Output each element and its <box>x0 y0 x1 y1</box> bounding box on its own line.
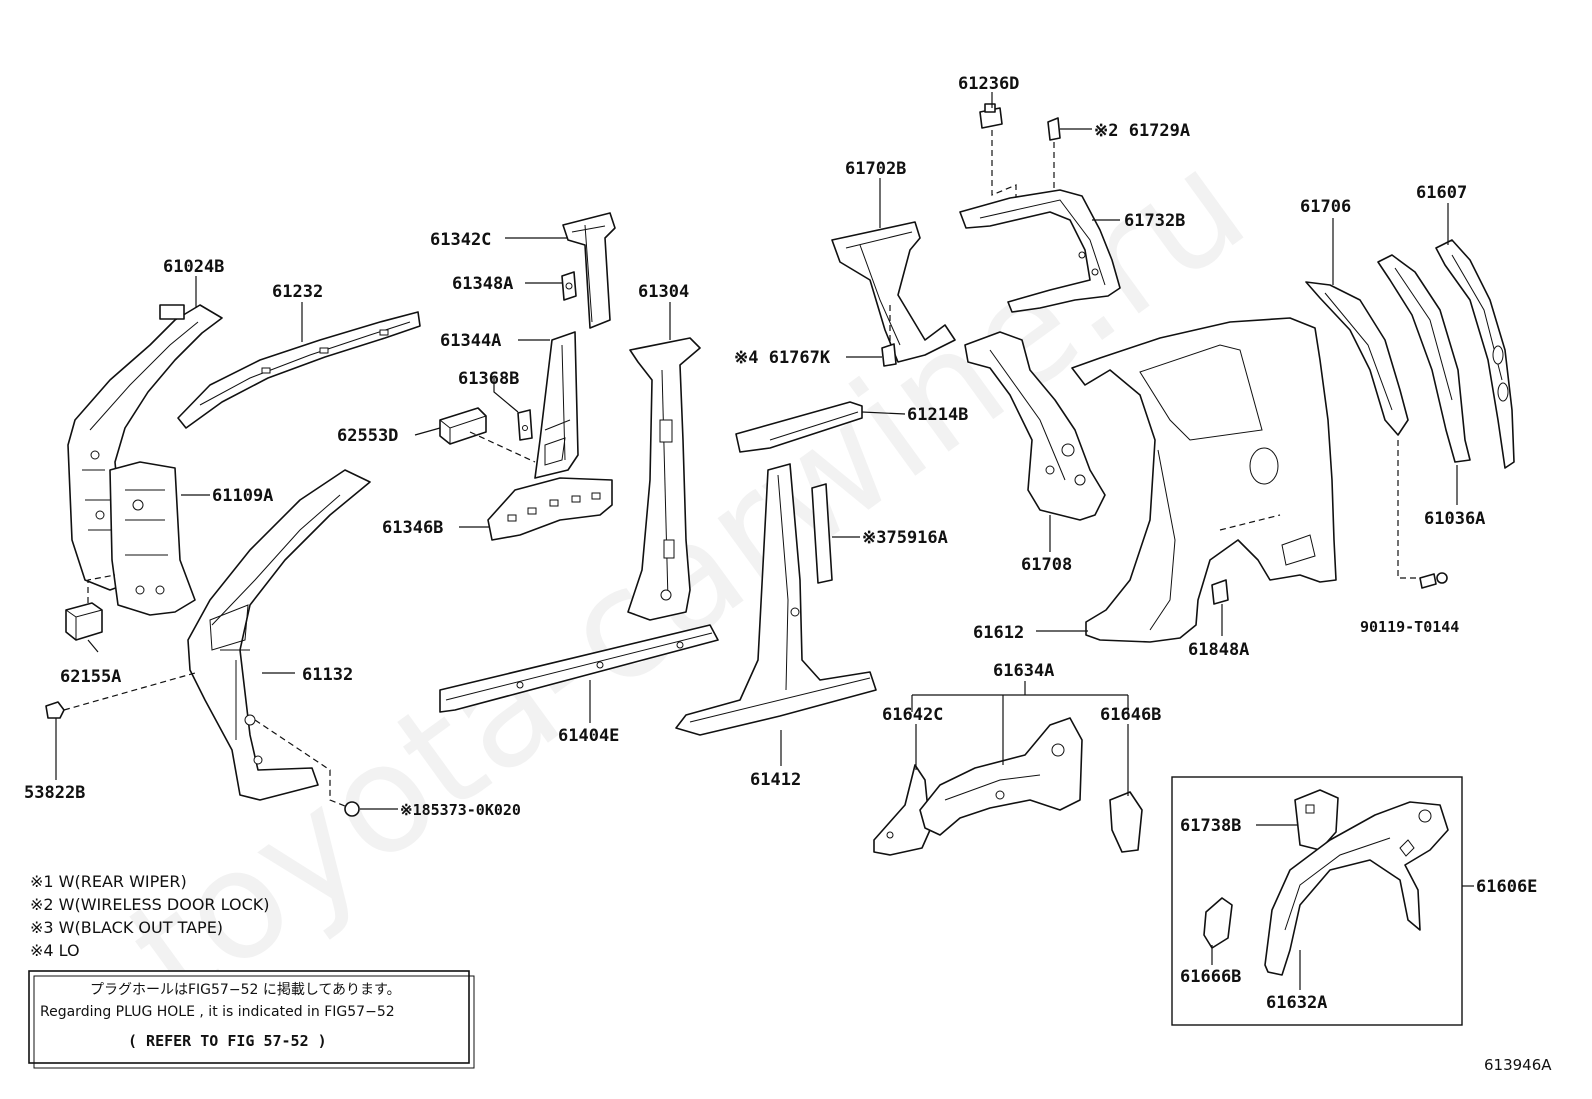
part-61404E-rocker-outer <box>439 624 719 713</box>
label-61342C: 61342C <box>430 230 491 250</box>
part-61109A-pillar-reinforcement <box>109 461 196 616</box>
part-labels: 61024B 61232 61342C 61348A 61304 61344A … <box>24 74 1537 1013</box>
part-62553D-pad <box>439 407 487 445</box>
label-61024B: 61024B <box>163 257 224 277</box>
dash-90119 <box>1397 440 1420 579</box>
dash-62553D <box>469 431 536 463</box>
label-61036A: 61036A <box>1424 509 1485 529</box>
label-61368B: 61368B <box>458 369 519 389</box>
label-62155A: 62155A <box>60 667 121 687</box>
part-61342C-pillar-upper <box>562 212 616 329</box>
dash-53822B <box>63 672 196 711</box>
part-61346B-reinforcement <box>487 477 613 541</box>
label-61346B: 61346B <box>382 518 443 538</box>
label-61607: 61607 <box>1416 183 1467 203</box>
part-61666B-bracket <box>1203 897 1233 949</box>
label-61236D: 61236D <box>958 74 1019 94</box>
label-61702B: 61702B <box>845 159 906 179</box>
label-61612: 61612 <box>973 623 1024 643</box>
dash-85373 <box>254 719 346 807</box>
part-61304-center-pillar <box>627 337 701 621</box>
part-61702B-quarter-pillar <box>831 221 956 363</box>
label-61232: 61232 <box>272 282 323 302</box>
part-61632A-wheelhouse-outer <box>1264 801 1449 976</box>
group-box-61606E <box>1171 776 1463 1026</box>
label-61404E: 61404E <box>558 726 619 746</box>
part-85373-plug <box>344 801 360 817</box>
part-75916A-blackout-tape <box>811 483 833 584</box>
part-61348A-bracket <box>561 271 577 301</box>
label-61606E: 61606E <box>1476 877 1537 897</box>
label-61706: 61706 <box>1300 197 1351 217</box>
part-61634A-wheelhouse-inner <box>919 717 1083 836</box>
label-61729A: ※2 61729A <box>1094 121 1190 141</box>
part-61368B-bracket <box>517 409 533 441</box>
note-2: ※2 W(WIRELESS DOOR LOCK) <box>30 895 269 914</box>
label-61214B: 61214B <box>907 405 968 425</box>
part-61767K-bracket <box>881 343 897 367</box>
label-90119-T0144: 90119-T0144 <box>1360 618 1459 636</box>
label-61632A: 61632A <box>1266 993 1327 1013</box>
part-61214B-roof-rail <box>735 401 863 453</box>
part-61612-quarter-panel <box>1071 317 1337 643</box>
part-61036A-rear-panel-reinforcement <box>1377 254 1471 463</box>
label-75916A: ※375916A <box>862 528 948 548</box>
label-61132: 61132 <box>302 665 353 685</box>
label-61109A: 61109A <box>212 486 273 506</box>
part-90119-bolt <box>1419 572 1448 589</box>
label-61666B: 61666B <box>1180 967 1241 987</box>
label-61848A: 61848A <box>1188 640 1249 660</box>
part-61024B-front-pillar-outer <box>67 304 223 591</box>
label-61738B: 61738B <box>1180 816 1241 836</box>
reference-box-english: Regarding PLUG HOLE , it is indicated in… <box>40 1004 395 1020</box>
label-61767K: ※4 61767K <box>734 348 831 368</box>
note-1: ※1 W(REAR WIPER) <box>30 872 187 891</box>
dash-62155A <box>87 574 116 603</box>
label-61646B: 61646B <box>1100 705 1161 725</box>
part-61646B-bracket <box>1109 791 1143 853</box>
label-61642C: 61642C <box>882 705 943 725</box>
label-61304: 61304 <box>638 282 689 302</box>
part-61738B-bracket <box>1294 789 1339 851</box>
label-53822B: 53822B <box>24 783 85 803</box>
label-61634A: 61634A <box>993 661 1054 681</box>
part-61344A-pillar-inner <box>534 331 579 479</box>
label-61708: 61708 <box>1021 555 1072 575</box>
label-85373-0K020: ※185373-0K020 <box>400 801 521 819</box>
part-61732B-roof-side-inner <box>959 189 1121 313</box>
label-61412: 61412 <box>750 770 801 790</box>
part-61706-rear-pillar <box>1305 281 1409 436</box>
note-4: ※4 LO <box>30 941 80 960</box>
part-53822B-clip <box>45 701 65 719</box>
part-61236D-bracket <box>979 103 1003 129</box>
figure-id: 613946A <box>1484 1056 1552 1074</box>
label-61344A: 61344A <box>440 331 501 351</box>
reference-box-japanese: プラグホールはFIG57−52 に掲載してあります。 <box>90 982 401 998</box>
part-61607-pillar-piece <box>1435 239 1515 469</box>
part-62155A-silencer-pad <box>65 602 103 641</box>
part-61412-pillar-rocker <box>675 463 877 736</box>
label-61732B: 61732B <box>1124 211 1185 231</box>
part-61132-front-pillar <box>187 469 371 801</box>
note-3: ※3 W(BLACK OUT TAPE) <box>30 918 223 937</box>
reference-box-refer: ( REFER TO FIG 57-52 ) <box>128 1032 327 1050</box>
part-61848A-bracket <box>1211 579 1229 605</box>
reference-box: プラグホールはFIG57−52 に掲載してあります。 Regarding PLU… <box>28 970 475 1069</box>
part-61232-roof-side-rail <box>177 311 421 429</box>
part-61729A-bracket <box>1047 117 1061 141</box>
leader-lines <box>55 92 1474 990</box>
label-61348A: 61348A <box>452 274 513 294</box>
label-62553D: 62553D <box>337 426 398 446</box>
footnotes: ※1 W(REAR WIPER) ※2 W(WIRELESS DOOR LOCK… <box>30 872 269 960</box>
part-61708-pillar-inner <box>964 331 1106 521</box>
